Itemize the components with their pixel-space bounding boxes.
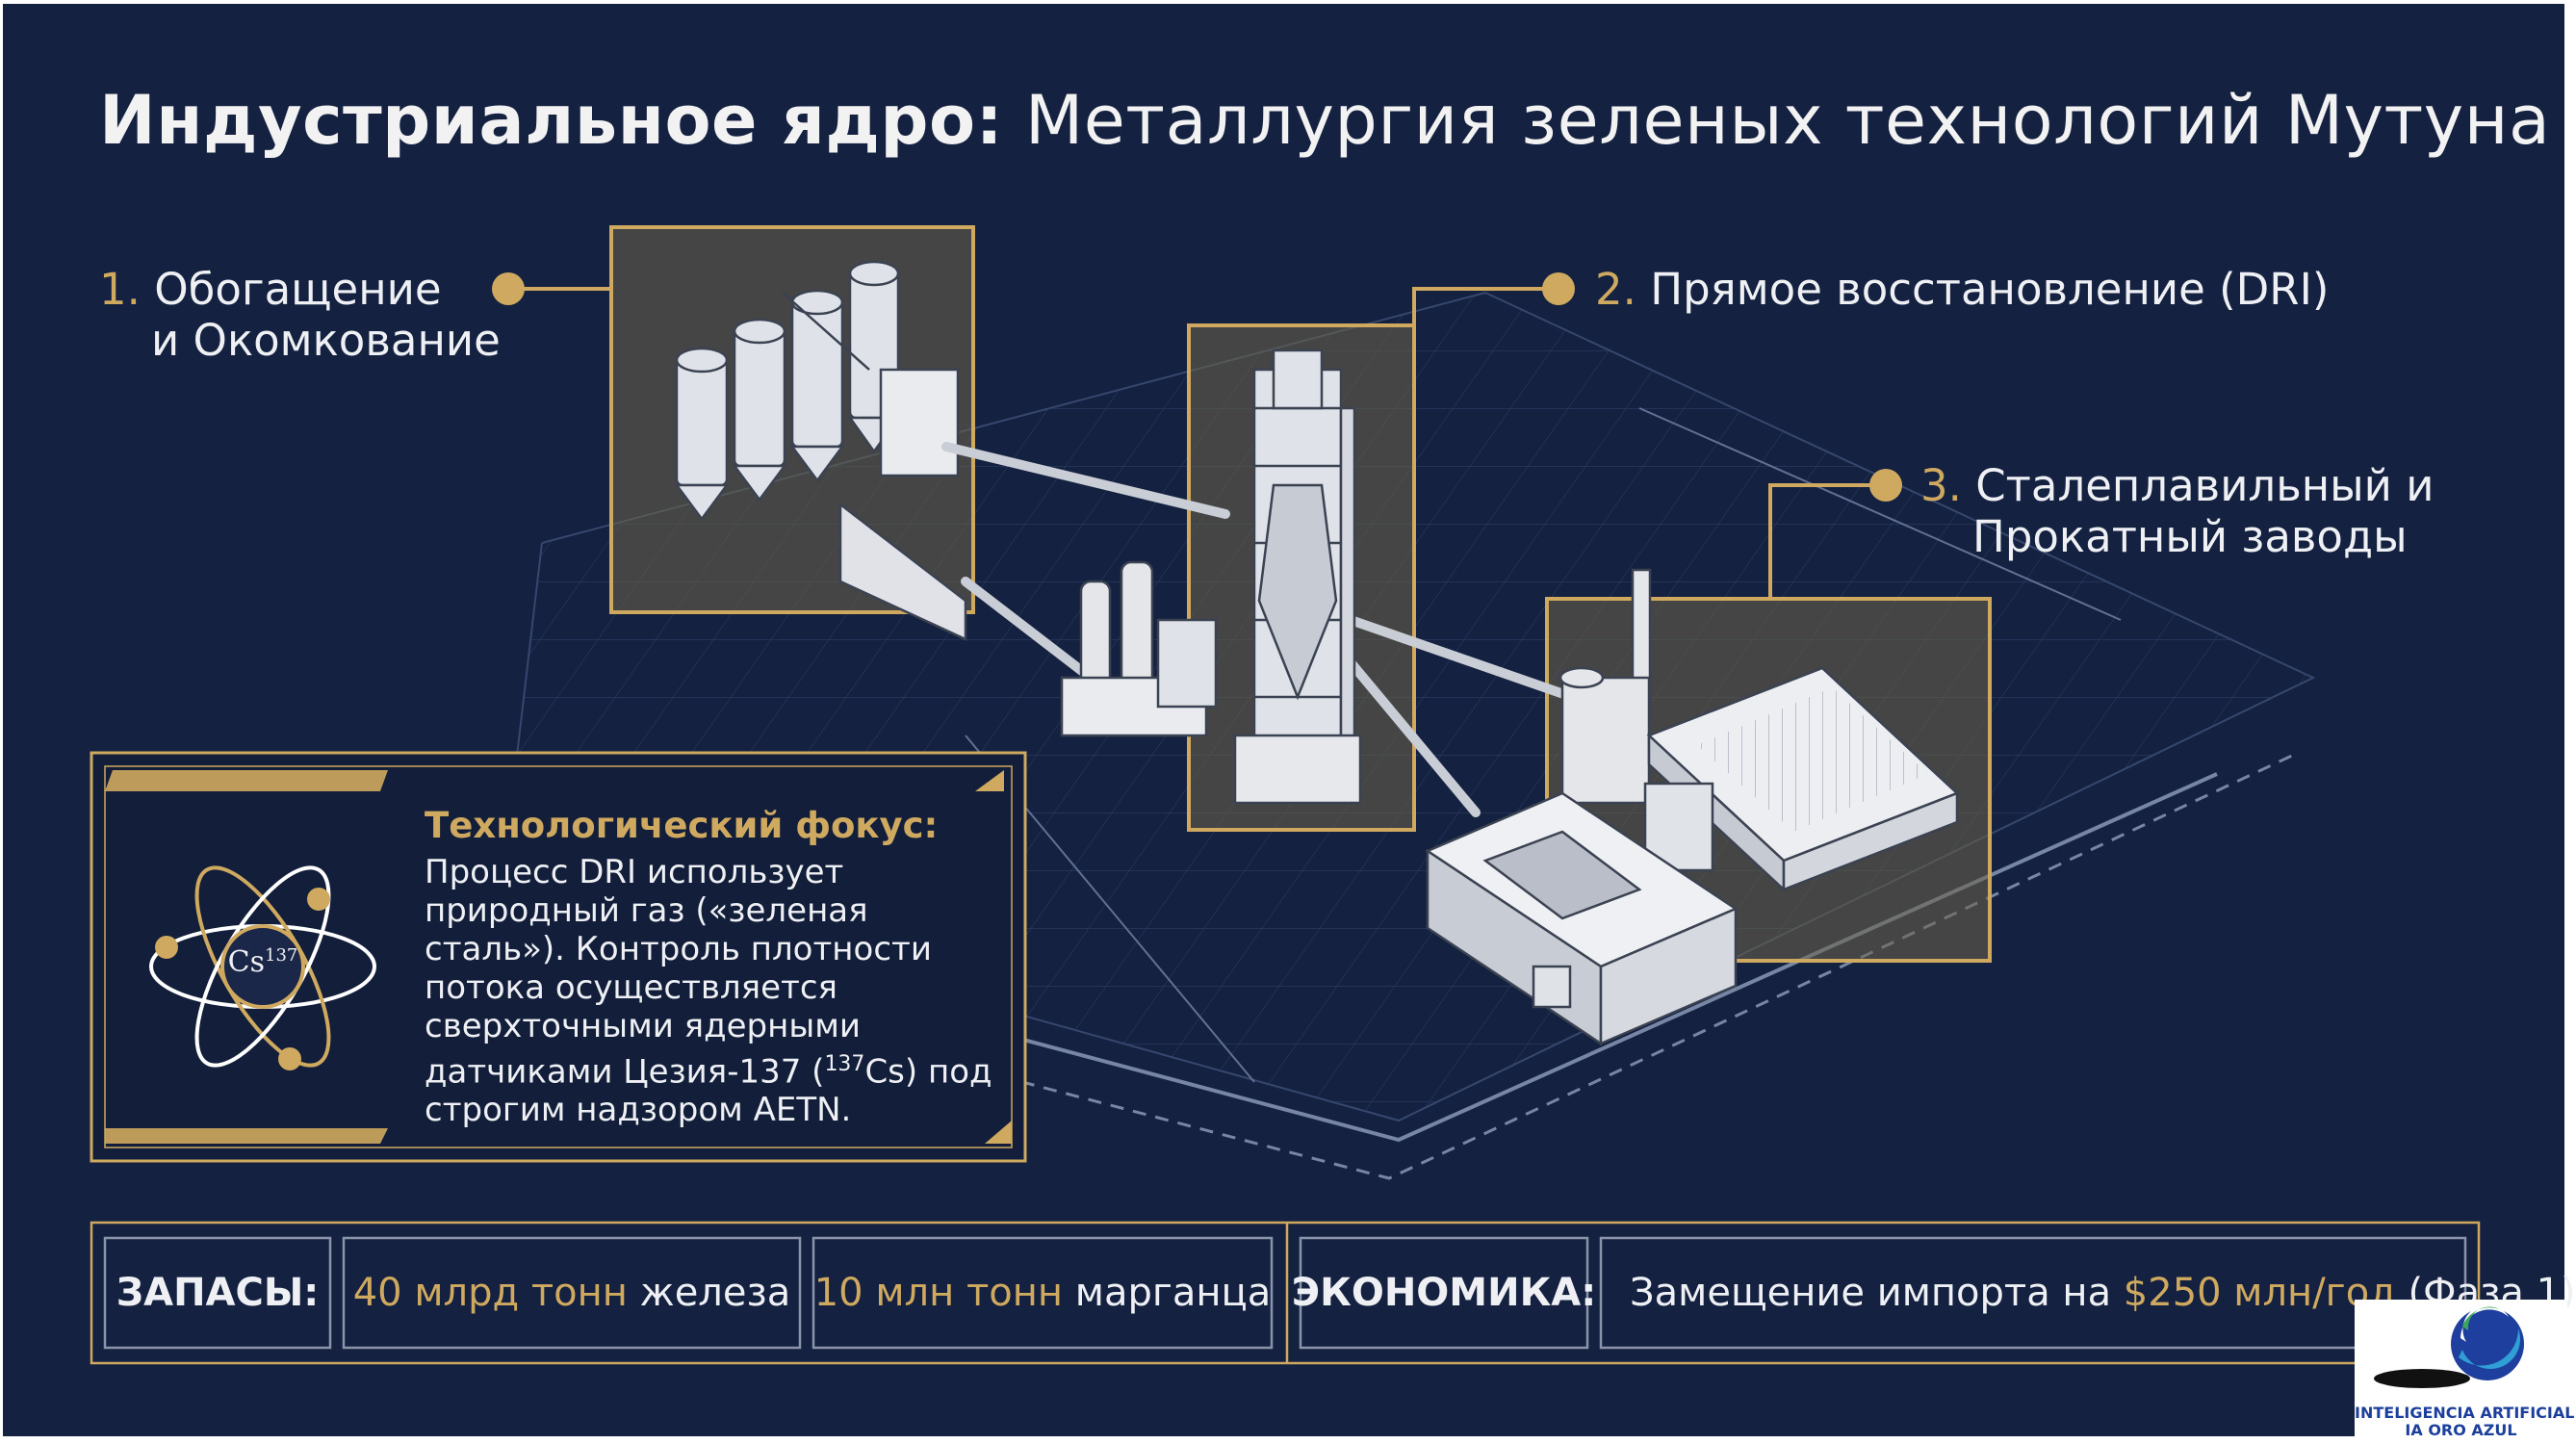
logo-text-1: INTELIGENCIA ARTIFICIAL <box>2355 1404 2575 1422</box>
economy-value: Замещение импорта на $250 млн/год (Фаза … <box>1601 1238 2576 1348</box>
atom-icon <box>149 865 376 1070</box>
silos-icon <box>674 260 967 641</box>
manganese-amount: 10 млн тонн <box>813 1271 1064 1315</box>
economy-label: ЭКОНОМИКА: <box>1291 1271 1597 1315</box>
stage-2-number: 2. <box>1595 264 1636 315</box>
stage-1-label: 1. Обогащение и Окомкование <box>99 264 501 366</box>
gas-tanks-icon <box>1060 560 1218 737</box>
iron-amount: 40 млрд тонн <box>352 1271 628 1315</box>
stage-1-number: 1. <box>99 264 141 315</box>
manganese-reserve: 10 млн тонн марганца <box>813 1238 1272 1348</box>
atom-mass: 137 <box>265 945 298 966</box>
stage-2-label: 2. Прямое восстановление (DRI) <box>1595 264 2329 315</box>
atom-label: Cs137 <box>224 945 301 979</box>
economy-prefix: Замещение импорта на <box>1630 1271 2112 1315</box>
reserves-label: ЗАПАСЫ: <box>116 1271 320 1315</box>
stage-3-number: 3. <box>1920 460 1962 511</box>
title-regular: Металлургия зеленых технологий Мутуна <box>1024 81 2551 160</box>
stage-3-dot <box>1869 469 1902 502</box>
steel-plant-icon <box>1558 568 1960 892</box>
iron-reserve: 40 млрд тонн железа <box>344 1238 800 1348</box>
stage-1-dot <box>492 272 525 305</box>
dri-tower-icon <box>1233 348 1362 805</box>
stage-2-line-1: Прямое восстановление (DRI) <box>1650 264 2330 315</box>
focus-text-sup: 137 <box>824 1052 865 1076</box>
stats-frame <box>90 1221 2481 1365</box>
ia-oro-azul-logo: INTELIGENCIA ARTIFICIAL IA ORO AZUL <box>2355 1300 2575 1444</box>
page-title: Индустриальное ядро: Металлургия зеленых… <box>99 81 2550 160</box>
focus-text-1: Процесс DRI использует природный газ («з… <box>425 853 932 1092</box>
manganese-name: марганца <box>1074 1271 1272 1315</box>
logo-text-2: IA ORO AZUL <box>2405 1421 2517 1439</box>
plant-illustration <box>90 225 2481 1365</box>
stage-3-line-1: Сталеплавильный и <box>1975 460 2434 511</box>
stage-leaders <box>508 287 1886 597</box>
focus-title: Технологический фокус: <box>425 805 939 846</box>
stage-3-label: 3. Сталеплавильный и Прокатный заводы <box>1920 460 2434 562</box>
economy-amount: $250 млн/год <box>2123 1271 2396 1315</box>
rolling-mill-icon <box>1425 791 1739 1046</box>
stage-3-line-2: Прокатный заводы <box>1972 511 2408 562</box>
stage-1-line-2: и Окомкование <box>151 315 501 366</box>
stage-1-line-1: Обогащение <box>154 264 442 315</box>
logo-mark-icon <box>2374 1304 2524 1388</box>
atom-symbol: Cs <box>227 945 265 979</box>
focus-text: Процесс DRI использует природный газ («з… <box>425 853 1002 1129</box>
title-bold: Индустриальное ядро: <box>99 81 1004 160</box>
iron-name: железа <box>639 1271 791 1315</box>
slide: Индустриальное ядро: Металлургия зеленых… <box>3 4 2576 1436</box>
focus-text-2: Cs) под строгим надзором AETN. <box>425 1052 992 1130</box>
stage-2-dot <box>1542 272 1575 305</box>
